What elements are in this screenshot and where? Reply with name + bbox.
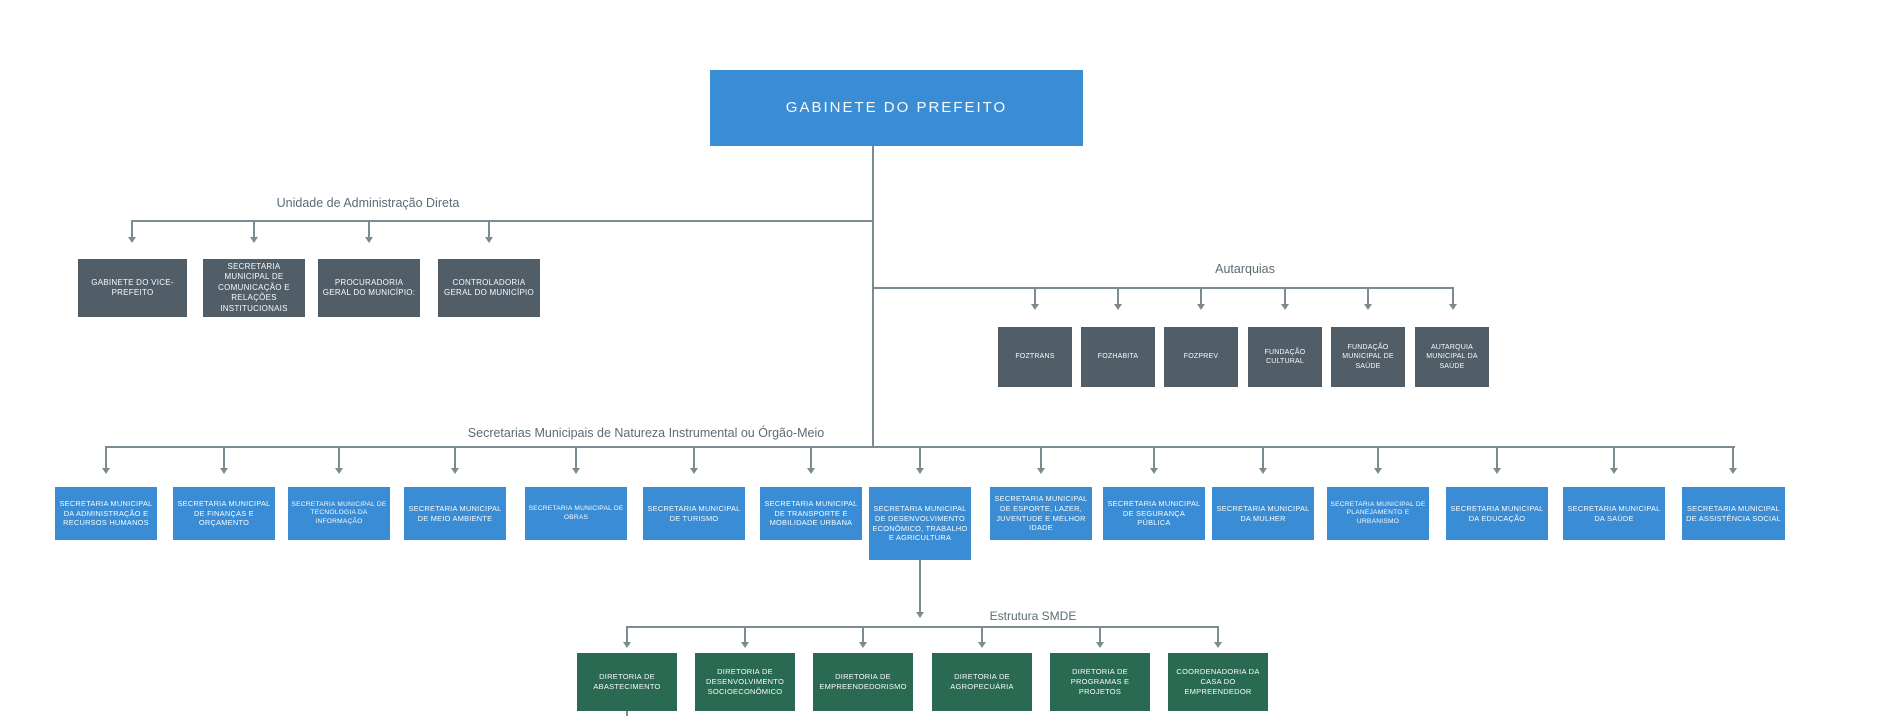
node-tecnologia-informacao[interactable]: SECRETARIA MUNICIPAL DE TECNOLOGIA DA IN… [288, 487, 390, 540]
connector-trunk [872, 146, 874, 447]
connector-abastecimento-drop [626, 711, 628, 716]
connector-arrow [131, 220, 133, 237]
connector-arrow [1262, 446, 1264, 468]
connector-arrow [919, 446, 921, 468]
node-abastecimento[interactable]: DIRETORIA DE ABASTECIMENTO [577, 653, 677, 711]
connector-arrow [1153, 446, 1155, 468]
connector-arrow [368, 220, 370, 237]
node-agropecuaria[interactable]: DIRETORIA DE AGROPECUÁRIA [932, 653, 1032, 711]
node-financas-orcamento[interactable]: SECRETARIA MUNICIPAL DE FINANÇAS E ORÇAM… [173, 487, 275, 540]
node-planejamento-urbanismo[interactable]: SECRETARIA MUNICIPAL DE PLANEJAMENTO E U… [1327, 487, 1429, 540]
connector-arrow [1284, 287, 1286, 304]
node-casa-empreendedor[interactable]: COORDENADORIA DA CASA DO EMPREENDEDOR [1168, 653, 1268, 711]
branch-label-administracao-direta: Unidade de Administração Direta [276, 196, 460, 210]
connector-arrow [575, 446, 577, 468]
connector-arrow [693, 446, 695, 468]
connector-arrow [1732, 446, 1734, 468]
node-mulher[interactable]: SECRETARIA MUNICIPAL DA MULHER [1212, 487, 1314, 540]
node-programas-projetos[interactable]: DIRETORIA DE PROGRAMAS E PROJETOS [1050, 653, 1150, 711]
connector-arrow [1040, 446, 1042, 468]
connector-arrow [744, 626, 746, 642]
node-fozprev[interactable]: FOZPREV [1164, 327, 1238, 387]
node-desenvolvimento-economico[interactable]: SECRETARIA MUNICIPAL DE DESENVOLVIMENTO … [869, 487, 971, 560]
node-desenvolvimento-socioeconomico[interactable]: DIRETORIA DE DESENVOLVIMENTO SOCIOECONÔM… [695, 653, 795, 711]
connector-arrow [1217, 626, 1219, 642]
branch-label-smde: Estrutura SMDE [989, 609, 1077, 623]
connector-arrow [1117, 287, 1119, 304]
connector-arrow [626, 626, 628, 642]
connector-arrow [1034, 287, 1036, 304]
node-assistencia-social[interactable]: SECRETARIA MUNICIPAL DE ASSISTÊNCIA SOCI… [1682, 487, 1785, 540]
connector-arrow [105, 446, 107, 468]
node-fundacao-cultural[interactable]: FUNDAÇÃO CULTURAL [1248, 327, 1322, 387]
node-seguranca-publica[interactable]: SECRETARIA MUNICIPAL DE SEGURANÇA PÚBLIC… [1103, 487, 1205, 540]
connector-arrow [981, 626, 983, 642]
node-comunicacao-relacoes[interactable]: SECRETARIA MUNICIPAL DE COMUNICAÇÃO E RE… [203, 259, 305, 317]
node-gabinete-prefeito[interactable]: GABINETE DO PREFEITO [710, 70, 1083, 146]
branch-label-secretarias: Secretarias Municipais de Natureza Instr… [467, 426, 825, 440]
connector-arrow [1496, 446, 1498, 468]
connector-arrow [810, 446, 812, 468]
connector-arrow [1613, 446, 1615, 468]
node-saude[interactable]: SECRETARIA MUNICIPAL DA SAÚDE [1563, 487, 1665, 540]
connector-arrow [1377, 446, 1379, 468]
connector-arrow [1099, 626, 1101, 642]
connector-arrow [488, 220, 490, 237]
node-autarquia-municipal-saude[interactable]: AUTARQUIA MUNICIPAL DA SAÚDE [1415, 327, 1489, 387]
node-fozhabita[interactable]: FOZHABITA [1081, 327, 1155, 387]
connector-smde-line [626, 626, 1219, 628]
connector-arrow [862, 626, 864, 642]
connector-smde-drop [919, 560, 921, 612]
connector-arrow [1200, 287, 1202, 304]
node-foztrans[interactable]: FOZTRANS [998, 327, 1072, 387]
node-transporte-mobilidade[interactable]: SECRETARIA MUNICIPAL DE TRANSPORTE E MOB… [760, 487, 862, 540]
connector-arrow [253, 220, 255, 237]
node-esporte-lazer[interactable]: SECRETARIA MUNICIPAL DE ESPORTE, LAZER, … [990, 487, 1092, 540]
connector-arrow [1367, 287, 1369, 304]
node-empreendedorismo[interactable]: DIRETORIA DE EMPREENDEDORISMO [813, 653, 913, 711]
node-vice-prefeito[interactable]: GABINETE DO VICE-PREFEITO [78, 259, 187, 317]
connector-autarquias-line [872, 287, 1454, 289]
node-obras[interactable]: SECRETARIA MUNICIPAL DE OBRAS [525, 487, 627, 540]
connector-arrow [338, 446, 340, 468]
node-controladoria-geral[interactable]: CONTROLADORIA GERAL DO MUNICÍPIO [438, 259, 540, 317]
node-administracao-rh[interactable]: SECRETARIA MUNICIPAL DA ADMINISTRAÇÃO E … [55, 487, 157, 540]
node-meio-ambiente[interactable]: SECRETARIA MUNICIPAL DE MEIO AMBIENTE [404, 487, 506, 540]
connector-arrow [454, 446, 456, 468]
node-procuradoria-geral[interactable]: PROCURADORIA GERAL DO MUNICÍPIO: [318, 259, 420, 317]
connector-direta-line [131, 220, 874, 222]
node-educacao[interactable]: SECRETARIA MUNICIPAL DA EDUCAÇÃO [1446, 487, 1548, 540]
connector-arrow [223, 446, 225, 468]
branch-label-autarquias: Autarquias [1215, 262, 1275, 276]
node-fundacao-municipal-saude[interactable]: FUNDAÇÃO MUNICIPAL DE SAÚDE [1331, 327, 1405, 387]
connector-arrow [1452, 287, 1454, 304]
node-turismo[interactable]: SECRETARIA MUNICIPAL DE TURISMO [643, 487, 745, 540]
